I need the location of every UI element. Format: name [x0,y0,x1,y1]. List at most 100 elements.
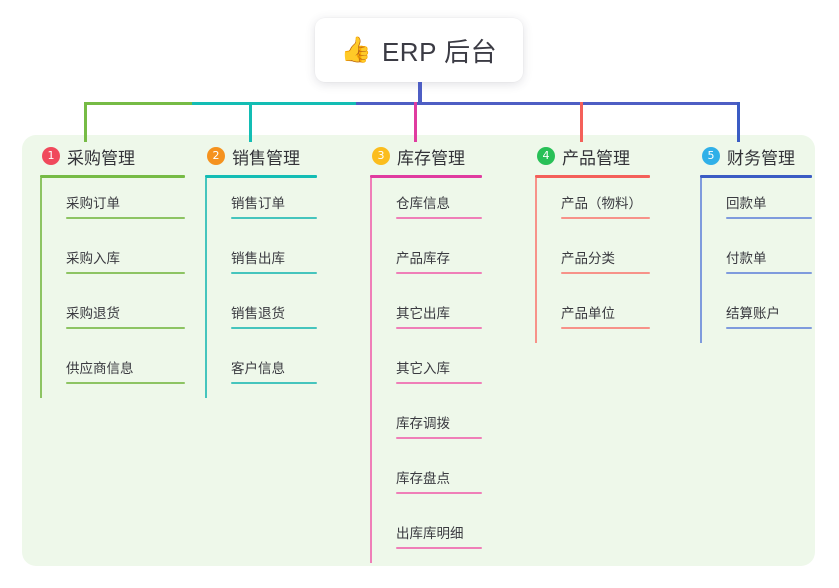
leaf-list-5: 回款单付款单结算账户 [700,178,812,343]
leaf-item-label: 产品库存 [396,251,450,266]
leaf-item-label: 销售退货 [231,306,285,321]
leaf-item-label: 仓库信息 [396,196,450,211]
category-header-3[interactable]: 3 库存管理 [370,143,482,169]
leaf-spine-4 [535,178,537,343]
leaf-list-4: 产品（物料） 产品分类产品单位 [535,178,650,343]
leaf-item-label: 结算账户 [726,306,780,321]
leaf-item-label: 销售出库 [231,251,285,266]
leaf-item-label: 客户信息 [231,361,285,376]
leaf-item-rule [561,217,650,219]
leaf-item[interactable]: 产品单位 [535,302,650,329]
leaf-spine-1 [40,178,42,398]
leaf-item[interactable]: 采购退货 [40,302,185,329]
leaf-item-rule [396,217,482,219]
bus-segment-teal [192,102,358,105]
leaf-list-2: 销售订单销售出库销售退货客户信息 [205,178,317,398]
drop-connector-1 [84,102,87,142]
branch-column-1: 1 采购管理 采购订单采购入库采购退货供应商信息 [40,143,185,398]
drop-connector-3 [414,102,417,142]
leaf-item-label: 产品单位 [561,306,615,321]
category-label-1: 采购管理 [67,148,135,168]
leaf-item-rule [396,272,482,274]
bus-segment-blue [356,102,740,105]
leaf-item-rule [396,547,482,549]
leaf-item[interactable]: 库存调拨 [370,412,482,439]
diagram-panel [22,135,815,566]
leaf-item[interactable]: 回款单 [700,192,812,219]
leaf-item[interactable]: 其它入库 [370,357,482,384]
leaf-item[interactable]: 仓库信息 [370,192,482,219]
leaf-item[interactable]: 采购入库 [40,247,185,274]
leaf-item-label: 采购入库 [66,251,120,266]
leaf-item[interactable]: 付款单 [700,247,812,274]
leaf-item-label: 供应商信息 [66,361,134,376]
leaf-item-rule [726,272,812,274]
category-header-4[interactable]: 4 产品管理 [535,143,650,169]
category-header-2[interactable]: 2 销售管理 [205,143,317,169]
leaf-item[interactable]: 销售订单 [205,192,317,219]
leaf-item[interactable]: 产品库存 [370,247,482,274]
leaf-item[interactable]: 供应商信息 [40,357,185,384]
leaf-item-rule [231,272,317,274]
root-node[interactable]: 👍 ERP 后台 [315,18,523,82]
category-number-badge-4: 4 [537,147,555,165]
leaf-item-rule [396,327,482,329]
category-rule-1 [40,175,185,178]
leaf-item-label: 付款单 [726,251,767,266]
leaf-item-rule [396,382,482,384]
leaf-item-label: 出库库明细 [396,526,464,541]
leaf-item-label: 产品（物料） [561,196,642,211]
leaf-item[interactable]: 采购订单 [40,192,185,219]
leaf-item-rule [726,327,812,329]
leaf-spine-3 [370,178,372,563]
branch-column-5: 5 财务管理 回款单付款单结算账户 [700,143,812,343]
leaf-item-label: 库存调拨 [396,416,450,431]
leaf-item-rule [561,272,650,274]
leaf-list-3: 仓库信息产品库存其它出库其它入库库存调拨库存盘点出库库明细 [370,178,482,563]
leaf-list-1: 采购订单采购入库采购退货供应商信息 [40,178,185,398]
branch-column-4: 4 产品管理 产品（物料） 产品分类产品单位 [535,143,650,343]
leaf-item-label: 销售订单 [231,196,285,211]
category-number-badge-2: 2 [207,147,225,165]
leaf-item-rule [396,437,482,439]
leaf-item[interactable]: 其它出库 [370,302,482,329]
leaf-item-rule [231,382,317,384]
leaf-item[interactable]: 销售出库 [205,247,317,274]
leaf-item[interactable]: 产品分类 [535,247,650,274]
root-title: ERP 后台 [381,36,498,67]
leaf-item-rule [66,327,185,329]
category-rule-5 [700,175,812,178]
leaf-item-rule [726,217,812,219]
branch-column-3: 3 库存管理 仓库信息产品库存其它出库其它入库库存调拨库存盘点出库库明细 [370,143,482,563]
leaf-item[interactable]: 库存盘点 [370,467,482,494]
drop-connector-5 [737,102,740,142]
leaf-spine-5 [700,178,702,343]
leaf-item[interactable]: 结算账户 [700,302,812,329]
category-header-1[interactable]: 1 采购管理 [40,143,185,169]
leaf-item-rule [231,327,317,329]
category-rule-3 [370,175,482,178]
leaf-item[interactable]: 产品（物料） [535,192,650,219]
leaf-spine-2 [205,178,207,398]
leaf-item-rule [66,272,185,274]
leaf-item[interactable]: 客户信息 [205,357,317,384]
leaf-item-label: 回款单 [726,196,767,211]
category-header-5[interactable]: 5 财务管理 [700,143,812,169]
leaf-item[interactable]: 销售退货 [205,302,317,329]
leaf-item-rule [396,492,482,494]
leaf-item[interactable]: 出库库明细 [370,522,482,549]
root-stem-connector [418,82,422,104]
category-rule-4 [535,175,650,178]
thumbs-up-icon: 👍 [340,35,372,64]
leaf-item-label: 采购订单 [66,196,120,211]
leaf-item-label: 库存盘点 [396,471,450,486]
drop-connector-2 [249,102,252,142]
leaf-item-label: 其它出库 [396,306,450,321]
leaf-item-rule [561,327,650,329]
category-label-3: 库存管理 [397,148,465,168]
category-label-2: 销售管理 [232,148,300,168]
leaf-item-label: 其它入库 [396,361,450,376]
category-label-4: 产品管理 [562,148,630,168]
branch-column-2: 2 销售管理 销售订单销售出库销售退货客户信息 [205,143,317,398]
